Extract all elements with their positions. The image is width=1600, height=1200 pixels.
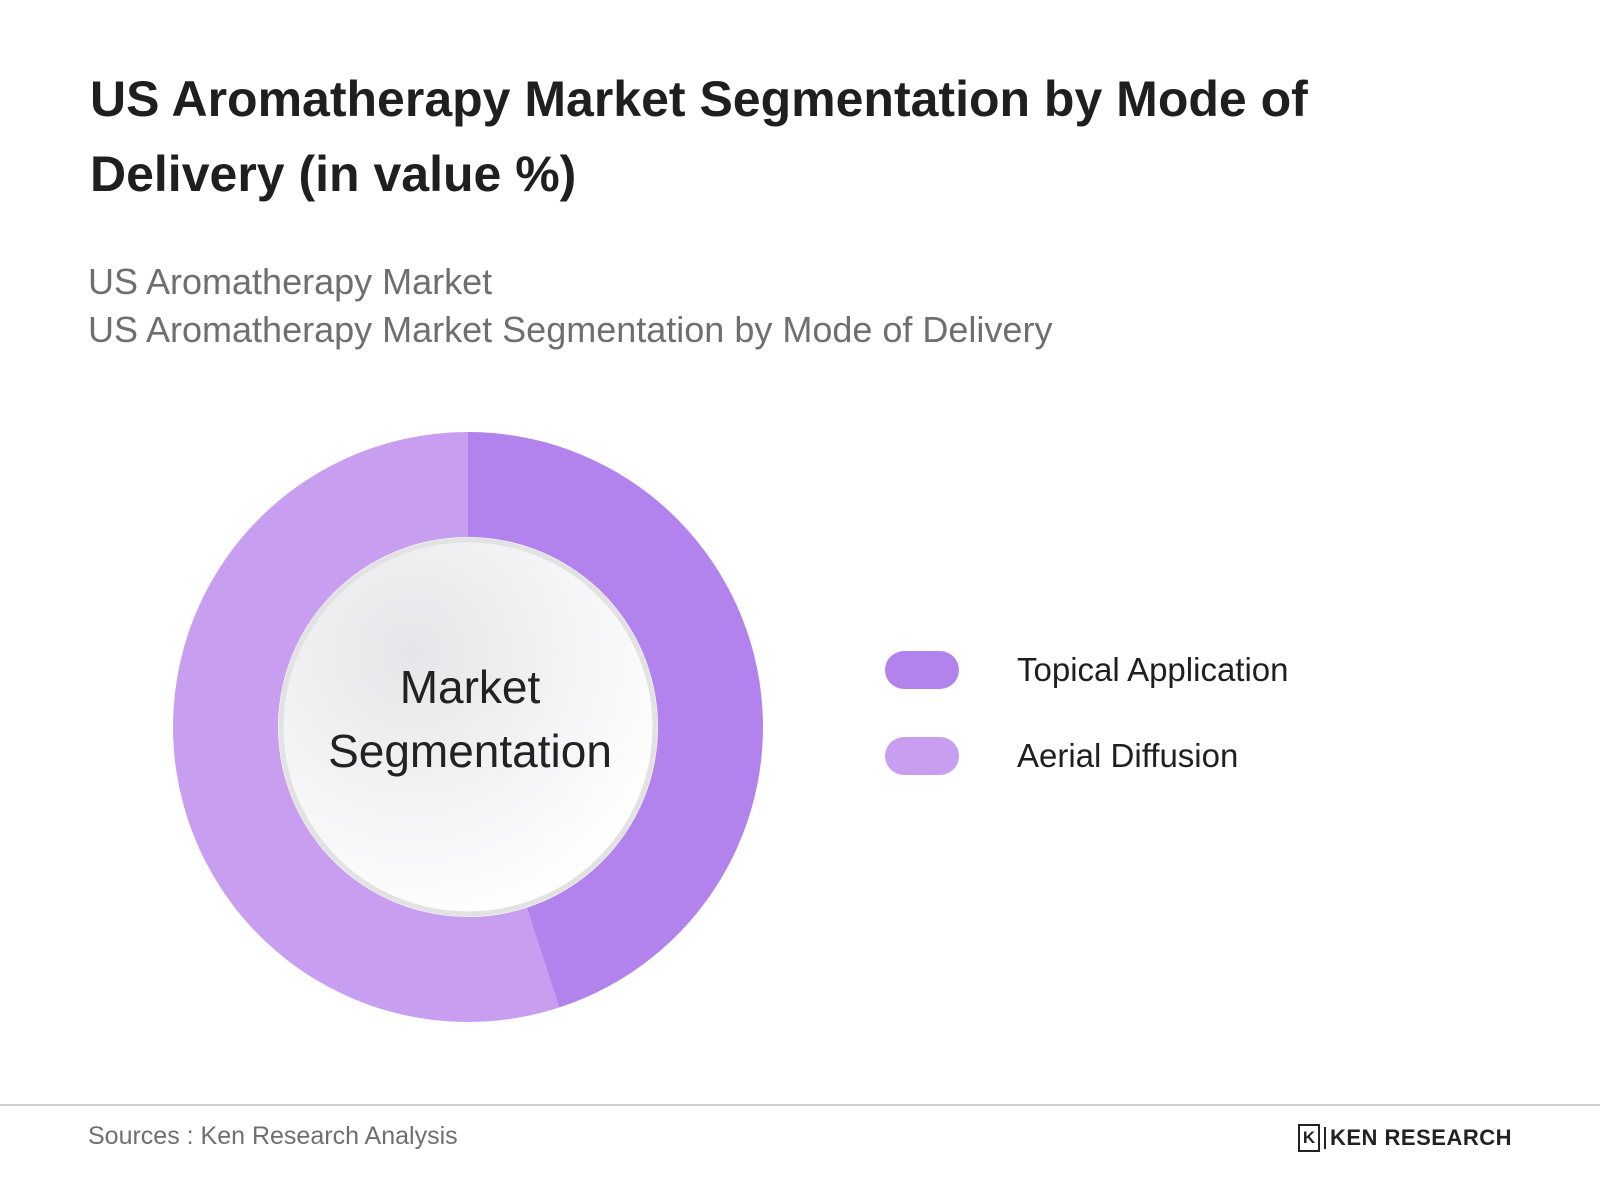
slice-topical-application[interactable] [468, 432, 763, 1008]
subtitle-line-2: US Aromatherapy Market Segmentation by M… [88, 309, 1053, 350]
donut-center-disc [278, 537, 658, 917]
legend-swatch-aerial-diffusion [885, 737, 959, 775]
center-label-line-1: Market [399, 661, 541, 713]
chart-subtitle: US Aromatherapy Market US Aromatherapy M… [88, 258, 1388, 354]
brand-separator [1323, 1127, 1326, 1149]
chart-title: US Aromatherapy Market Segmentation by M… [90, 71, 1308, 202]
slices-group [172, 432, 763, 1022]
legend-label-topical-application: Topical Application [1017, 651, 1289, 688]
slice-aerial-diffusion[interactable] [172, 432, 560, 1022]
brand-text: KEN RESEARCH [1329, 1125, 1512, 1150]
source-note: Sources : Ken Research Analysis [88, 1122, 458, 1150]
legend-item-aerial-diffusion[interactable]: Aerial Diffusion [885, 736, 1289, 776]
footer-divider [0, 1104, 1600, 1106]
subtitle-line-1: US Aromatherapy Market [88, 261, 493, 302]
center-label-line-2: Segmentation [328, 725, 612, 777]
center-label: Market Segmentation [290, 655, 650, 783]
brand-mark-icon: K [1297, 1124, 1320, 1152]
brand-logo: K KEN RESEARCH [1297, 1124, 1512, 1152]
legend-item-topical-application[interactable]: Topical Application [885, 650, 1289, 690]
legend-swatch-topical-application [885, 651, 959, 689]
legend-label-aerial-diffusion: Aerial Diffusion [1017, 737, 1239, 774]
legend: Topical Application Aerial Diffusion [885, 650, 1289, 822]
